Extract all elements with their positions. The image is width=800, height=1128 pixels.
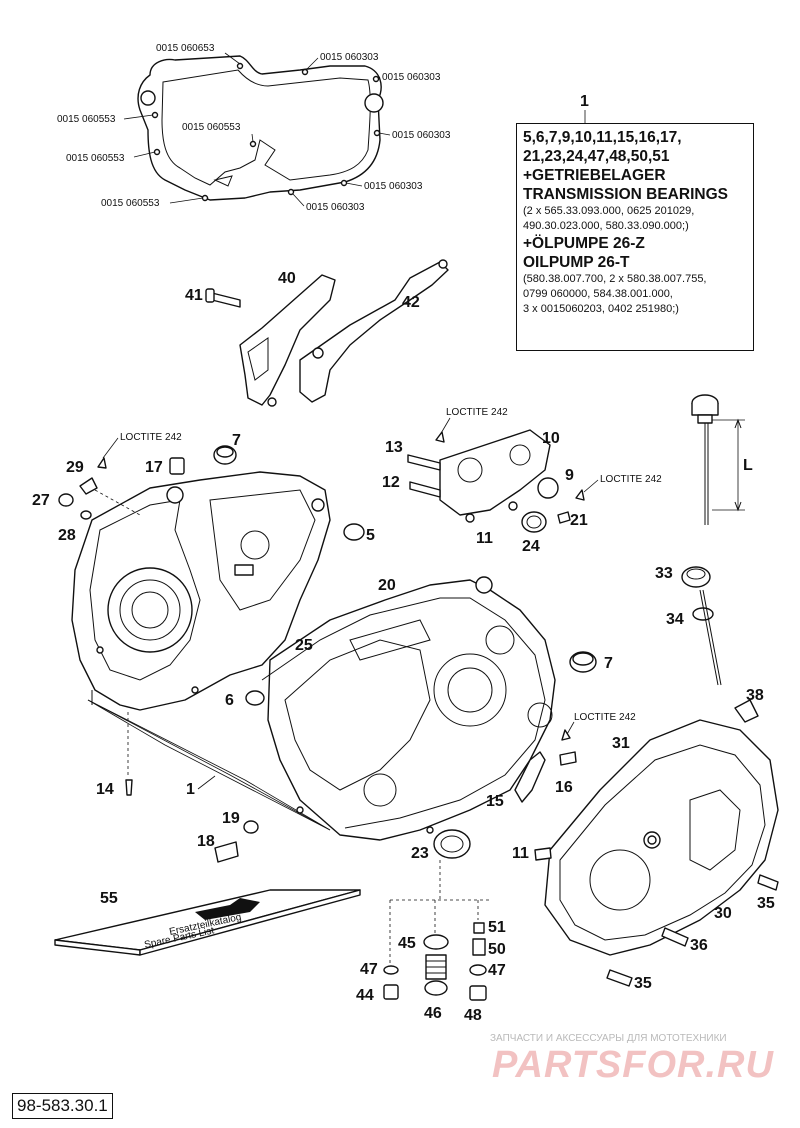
- callout-10: 10: [542, 430, 560, 447]
- callout-45: 45: [398, 935, 416, 952]
- kit-line: OILPUMP 26-T: [523, 254, 630, 271]
- callout-38: 38: [746, 687, 764, 704]
- callout-17: 17: [145, 459, 163, 476]
- gasket-pn: 0015 060303: [364, 181, 423, 192]
- callout-25: 25: [295, 637, 313, 654]
- kit-line: 5,6,7,9,10,11,15,16,17,: [523, 129, 682, 146]
- oil-filler-plug: [681, 566, 722, 686]
- callout-51: 51: [488, 919, 506, 936]
- gasket-pn: 0015 060303: [382, 72, 441, 83]
- gasket-pn: 0015 060553: [101, 198, 160, 209]
- callout-13: 13: [385, 439, 403, 456]
- document-number: 98-583.30.1: [12, 1093, 113, 1119]
- callout-14: 14: [96, 781, 114, 798]
- callout-28: 28: [58, 527, 76, 544]
- watermark-logo: PARTSFOR.RU: [492, 1044, 774, 1086]
- left-crankcase-half: [71, 471, 331, 711]
- callout-29: 29: [66, 459, 84, 476]
- kit-line: 21,23,24,47,48,50,51: [523, 148, 670, 165]
- callout-55: 55: [100, 890, 118, 907]
- callout-31: 31: [612, 735, 630, 752]
- kit-line: 490.30.023.000, 580.33.090.000;): [523, 220, 689, 232]
- callout-6: 6: [225, 692, 234, 709]
- callout-15: 15: [486, 793, 504, 810]
- callout-50: 50: [488, 941, 506, 958]
- kit-line: 3 x 0015060203, 0402 251980;): [523, 303, 679, 315]
- callout-35b: 35: [634, 975, 652, 992]
- bearing-and-screens: [214, 820, 490, 1001]
- gasket-pn: 0015 060553: [66, 153, 125, 164]
- callout-20: 20: [378, 577, 396, 594]
- callout-1-case: 1: [186, 781, 195, 798]
- kit-line: +ÖLPUMPE 26-Z: [523, 235, 645, 252]
- callout-11a: 11: [476, 530, 493, 547]
- callout-9: 9: [565, 467, 574, 484]
- callout-21: 21: [570, 512, 588, 529]
- callout-7b: 7: [604, 655, 613, 672]
- callout-18: 18: [197, 833, 215, 850]
- kit-line: (2 x 565.33.093.000, 0625 201029,: [523, 205, 695, 217]
- left-small-parts: [58, 445, 365, 796]
- callout-34: 34: [666, 611, 684, 628]
- gasket-pn: 0015 060303: [306, 202, 365, 213]
- kit-line: TRANSMISSION BEARINGS: [523, 186, 728, 203]
- callout-36: 36: [690, 937, 708, 954]
- kit-contents-box: 5,6,7,9,10,11,15,16,17, 21,23,24,47,48,5…: [516, 123, 754, 351]
- callout-44: 44: [356, 987, 374, 1004]
- oil-dipstick: [691, 394, 745, 525]
- callout-27: 27: [32, 492, 50, 509]
- crankcase-gasket: [137, 55, 384, 202]
- kit-line: 0799 060000, 584.38.001.000,: [523, 288, 673, 300]
- callout-7a: 7: [232, 432, 241, 449]
- callout-5: 5: [366, 527, 375, 544]
- callout-35a: 35: [757, 895, 775, 912]
- callout-47b: 47: [488, 962, 506, 979]
- callout-40: 40: [278, 270, 296, 287]
- callout-46: 46: [424, 1005, 442, 1022]
- gasket-pn: 0015 060553: [57, 114, 116, 125]
- gasket-part-numbers: 0015 060653 0015 060303 0015 060303 0015…: [57, 43, 451, 213]
- loctite-label: LOCTITE 242: [600, 474, 662, 485]
- kit-line: +GETRIEBELAGER: [523, 167, 666, 184]
- gasket-pn: 0015 060303: [320, 52, 379, 63]
- callout-48: 48: [464, 1007, 482, 1024]
- loctite-label: LOCTITE 242: [120, 432, 182, 443]
- callout-47a: 47: [360, 961, 378, 978]
- gasket-pn: 0015 060303: [392, 130, 451, 141]
- callout-42: 42: [402, 294, 420, 311]
- dimension-l: L: [743, 457, 753, 474]
- loctite-label: LOCTITE 242: [446, 407, 508, 418]
- callout-24: 24: [522, 538, 540, 555]
- clutch-cover: [544, 699, 779, 956]
- callout-33: 33: [655, 565, 673, 582]
- callout-1-top: 1: [580, 93, 589, 110]
- callout-19: 19: [222, 810, 240, 827]
- loctite-label: LOCTITE 242: [574, 712, 636, 723]
- right-crankcase-half: [267, 576, 556, 841]
- callout-16: 16: [555, 779, 573, 796]
- kit-line: (580.38.007.700, 2 x 580.38.007.755,: [523, 273, 707, 285]
- oil-pump-assembly: [407, 429, 585, 533]
- gasket-pn: 0015 060553: [182, 122, 241, 133]
- callout-12: 12: [382, 474, 400, 491]
- watermark-tagline: ЗАПЧАСТИ И АКСЕССУАРЫ ДЛЯ МОТОТЕХНИКИ: [490, 1033, 727, 1044]
- callout-11b: 11: [512, 845, 529, 862]
- gasket-pn: 0015 060653: [156, 43, 215, 54]
- callout-30: 30: [714, 905, 732, 922]
- callout-23: 23: [411, 845, 429, 862]
- callout-41: 41: [185, 287, 203, 304]
- chain-guide-assembly: [205, 259, 449, 407]
